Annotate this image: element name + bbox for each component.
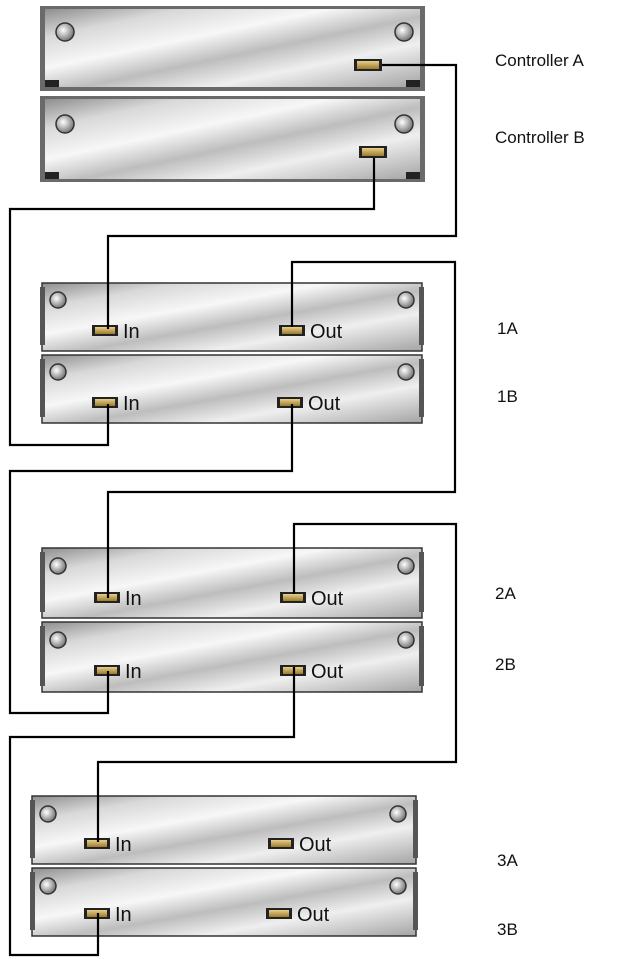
enclosure-2a-screw-right-icon	[397, 557, 415, 575]
controller-a	[40, 6, 425, 91]
enclosure-2b-in-port-icon	[94, 665, 120, 676]
enclosure-1a-screw-left-icon	[49, 291, 67, 309]
enclosure-3b-faceplate	[31, 867, 417, 937]
enclosure-2a-screw-left-icon	[49, 557, 67, 575]
controller-a-port-icon	[354, 59, 382, 71]
enclosure-3b-in-label: In	[115, 904, 132, 926]
controller-b-label: Controller B	[495, 128, 585, 147]
enclosure-2a-in-label: In	[125, 588, 142, 610]
enclosure-2b-label: 2B	[495, 655, 516, 674]
enclosure-2b-screw-right-icon	[397, 631, 415, 649]
enclosure-3b-rim-left	[30, 872, 35, 930]
enclosure-3a-in-label: In	[115, 834, 132, 856]
enclosure-3a-label: 3A	[497, 851, 518, 870]
enclosure-1b-out-label: Out	[308, 393, 341, 415]
enclosure-3b-label: 3B	[497, 920, 518, 939]
enclosure-1b: In Out	[40, 354, 424, 424]
enclosure-3a-screw-left-icon	[39, 805, 57, 823]
enclosure-1a-out-port-icon	[279, 325, 305, 336]
enclosure-3b: In Out	[30, 867, 418, 937]
enclosure-3a-out-label: Out	[299, 834, 332, 856]
enclosure-2b-in-label: In	[125, 661, 142, 683]
enclosure-1a-out-label: Out	[310, 321, 343, 343]
enclosure-2b-rim-right	[419, 626, 424, 686]
enclosure-3b-screw-left-icon	[39, 877, 57, 895]
controller-a-screw-left-icon	[55, 22, 75, 42]
enclosure-1b-rim-right	[419, 359, 424, 417]
enclosure-1a: In Out	[40, 282, 424, 352]
enclosure-1a-rim-right	[419, 287, 424, 345]
controller-a-faceplate	[45, 9, 420, 87]
controller-a-foot-left	[45, 80, 59, 87]
enclosure-3a: In Out	[30, 795, 418, 865]
controller-b-foot-right	[406, 172, 420, 179]
enclosure-1a-label: 1A	[497, 319, 518, 338]
enclosure-3b-out-label: Out	[297, 904, 330, 926]
cables	[8, 63, 458, 957]
controller-b-screw-right-icon	[394, 114, 414, 134]
enclosure-2a-out-port-icon	[280, 592, 306, 603]
controller-b-foot-left	[45, 172, 59, 179]
cable-2b-out-to-3b-in	[8, 667, 296, 957]
controller-a-foot-right	[406, 80, 420, 87]
cable-1a-out-to-2a-in	[106, 260, 457, 598]
enclosure-2a-rim-right	[419, 552, 424, 612]
enclosure-3b-rim-right	[413, 872, 418, 930]
enclosure-3a-out-port-icon	[268, 838, 294, 849]
enclosure-3a-in-port-icon	[84, 838, 110, 849]
enclosure-1b-in-port-icon	[92, 397, 118, 408]
cable-controller-a-to-1a-in	[106, 63, 458, 329]
enclosure-1b-label: 1B	[497, 387, 518, 406]
enclosure-2b: In Out	[40, 621, 424, 693]
enclosure-1a-in-label: In	[123, 321, 140, 343]
controller-a-screw-right-icon	[394, 22, 414, 42]
enclosure-1a-screw-right-icon	[397, 291, 415, 309]
enclosure-1b-faceplate	[41, 354, 423, 424]
enclosure-3a-screw-right-icon	[389, 805, 407, 823]
enclosure-2a-label: 2A	[495, 584, 516, 603]
enclosure-2a: In Out	[40, 547, 424, 619]
enclosure-1a-rim-left	[40, 287, 45, 345]
enclosure-3b-out-port-icon	[266, 908, 292, 919]
enclosure-2b-faceplate	[41, 621, 423, 693]
controller-b	[40, 96, 425, 182]
enclosure-1a-faceplate	[41, 282, 423, 352]
cable-2a-out-to-3a-in	[96, 522, 458, 842]
enclosure-1a-in-port-icon	[92, 325, 118, 336]
enclosure-3a-rim-left	[30, 800, 35, 858]
cable-1b-out-to-2b-in	[8, 404, 294, 715]
enclosure-2b-rim-left	[40, 626, 45, 686]
enclosure-1b-out-port-icon	[277, 397, 303, 408]
enclosure-2a-faceplate	[41, 547, 423, 619]
cable-controller-b-to-1b-in	[8, 158, 376, 447]
enclosure-1b-rim-left	[40, 359, 45, 417]
controller-a-label: Controller A	[495, 51, 584, 70]
enclosure-3a-faceplate	[31, 795, 417, 865]
enclosure-2b-screw-left-icon	[49, 631, 67, 649]
enclosure-2b-out-label: Out	[311, 661, 344, 683]
controller-b-screw-left-icon	[55, 114, 75, 134]
controller-b-port-icon	[359, 146, 387, 158]
enclosure-1b-screw-right-icon	[397, 363, 415, 381]
controller-b-faceplate	[45, 99, 420, 179]
enclosure-3a-rim-right	[413, 800, 418, 858]
enclosure-2a-out-label: Out	[311, 588, 344, 610]
enclosure-1b-screw-left-icon	[49, 363, 67, 381]
enclosure-2a-rim-left	[40, 552, 45, 612]
enclosure-3b-screw-right-icon	[389, 877, 407, 895]
enclosure-1b-in-label: In	[123, 393, 140, 415]
